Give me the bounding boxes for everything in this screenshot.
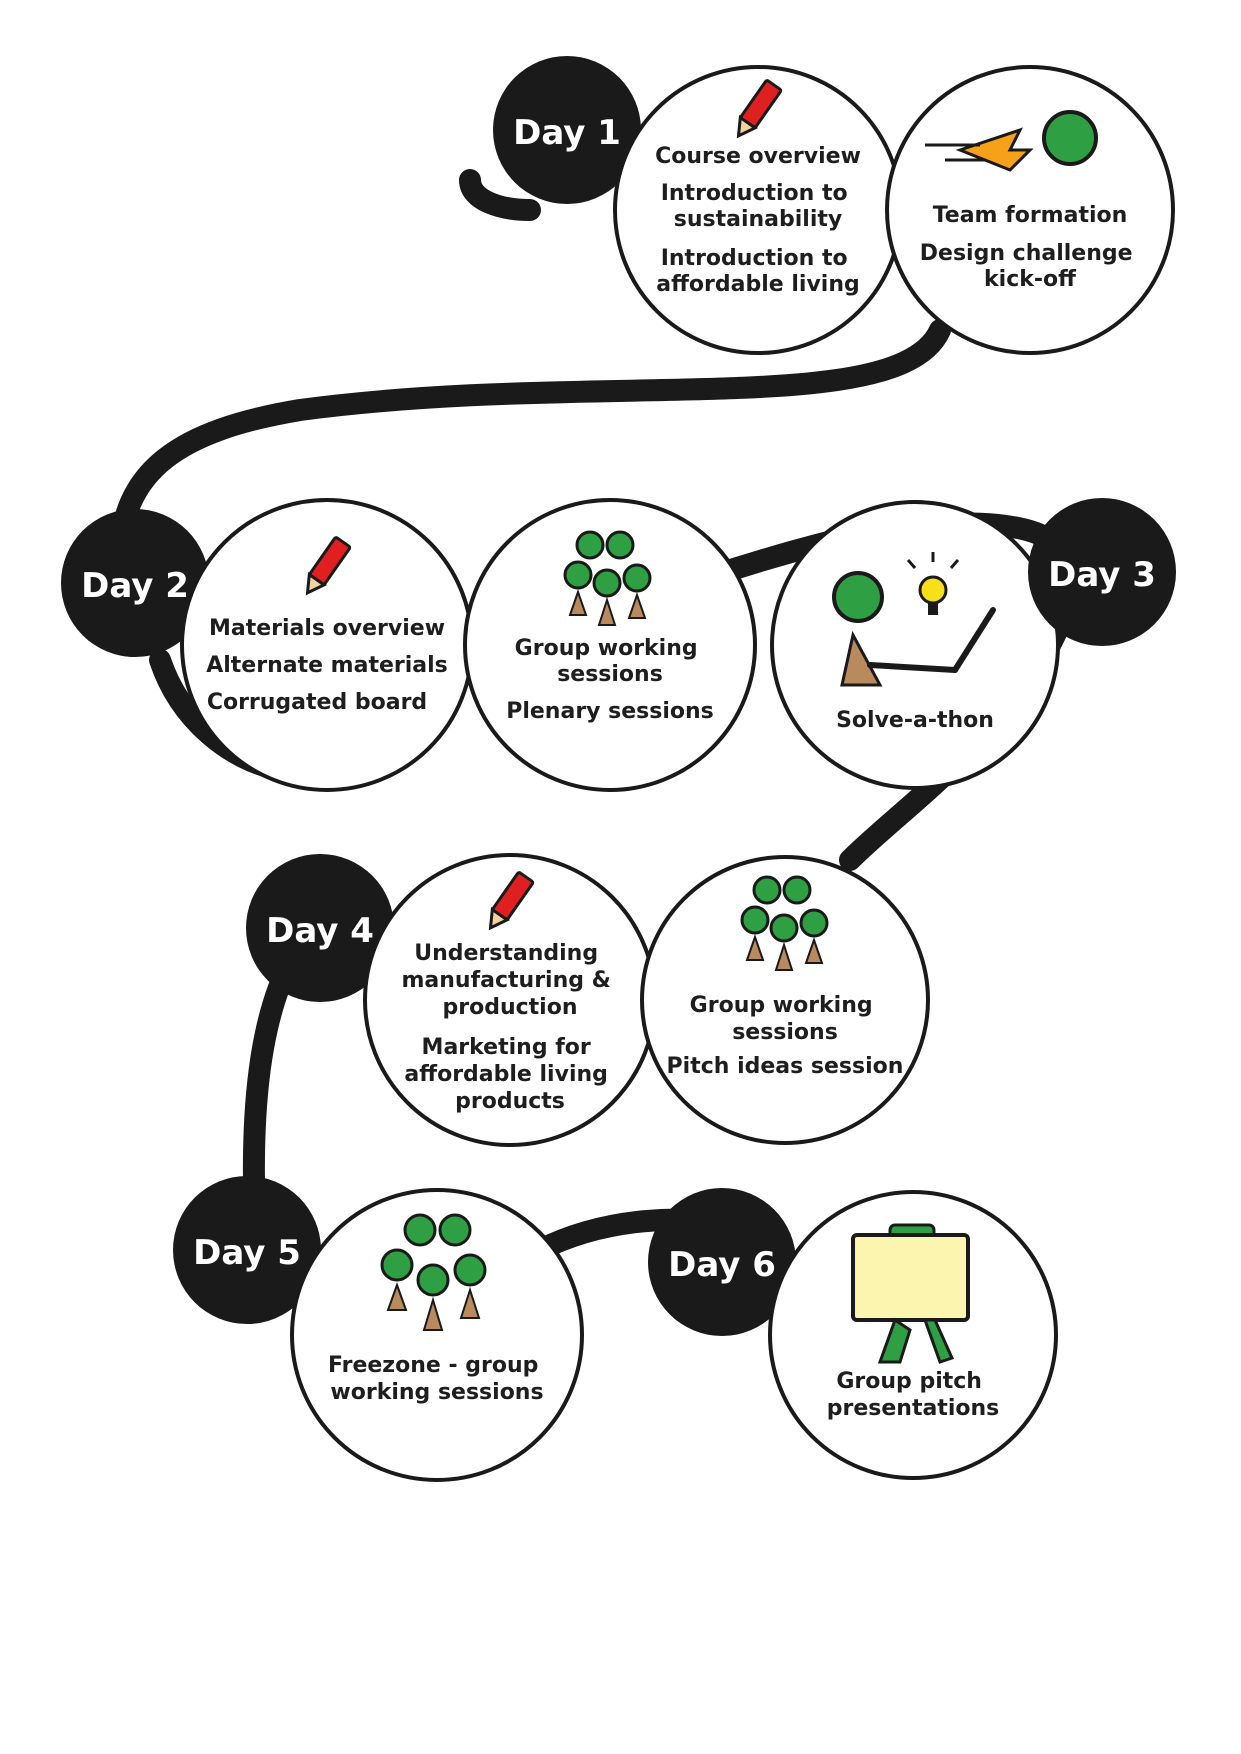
day-1-marker	[493, 56, 641, 204]
day-3-marker	[1028, 498, 1176, 646]
day-1-item-intro-affordable-living: Introduction to affordable living	[656, 246, 859, 297]
rocket-ball-icon	[925, 110, 1098, 172]
day-4-marker	[246, 854, 394, 1002]
day-5-group: Day 5 Freezone - group working sessions	[173, 1176, 584, 1482]
day-2-item-materials-overview: Materials overview	[209, 616, 445, 641]
day-4-group: Day 4 Understanding manufacturing & prod…	[246, 853, 930, 1147]
day-2-item-plenary-sessions: Plenary sessions	[506, 699, 714, 724]
day-1-label: Day 1	[513, 113, 621, 153]
day-3-label: Day 3	[1048, 555, 1156, 595]
day-1-bubble-2	[885, 65, 1175, 355]
solver-laptop-idea-icon	[832, 552, 996, 687]
day-6-group: Day 6 Group pitch presentations	[648, 1188, 1058, 1480]
day-5-bubble-1	[290, 1188, 584, 1482]
day-2-item-corrugated-board: Corrugated board	[207, 690, 427, 715]
pencil-icon	[305, 536, 352, 596]
day-4-item-group-working-sessions: Group working sessions	[690, 993, 881, 1045]
day-6-label: Day 6	[668, 1245, 776, 1285]
day-2-item-alternate-materials: Alternate materials	[206, 653, 448, 678]
day-1-group: Day 1 Course overview Introduction to su…	[493, 56, 1175, 355]
group-people-icon	[380, 1213, 487, 1331]
day-4-item-pitch-ideas-session: Pitch ideas session	[667, 1054, 904, 1079]
group-people-icon	[563, 530, 652, 626]
day-3-group: Day 3 Solve-a-thon	[770, 498, 1176, 790]
day-6-item-group-pitch-presentations: Group pitch presentations	[827, 1369, 1000, 1421]
day-2-marker	[61, 509, 209, 657]
day-2-label: Day 2	[81, 566, 189, 606]
day-2-group: Day 2 Materials overview Alternate mater…	[61, 498, 757, 792]
day-5-marker	[173, 1176, 321, 1324]
day-6-bubble-1	[768, 1190, 1058, 1480]
day-4-label: Day 4	[266, 911, 374, 951]
day-6-marker	[648, 1188, 796, 1336]
day-2-bubble-2	[463, 498, 757, 792]
day-1-item-course-overview: Course overview	[655, 144, 861, 169]
group-people-icon	[740, 875, 829, 971]
day-3-item-solve-a-thon: Solve-a-thon	[836, 708, 994, 733]
day-2-bubble-1	[180, 498, 474, 792]
day-4-bubble-2	[640, 855, 930, 1145]
day-3-bubble-1	[770, 500, 1060, 790]
pencil-icon	[736, 79, 783, 139]
pencil-icon	[488, 871, 535, 931]
day-1-item-intro-sustainability: Introduction to sustainability	[661, 181, 856, 232]
day-4-item-understanding-manufacturing: Understanding manufacturing & production	[401, 941, 618, 1020]
day-5-label: Day 5	[193, 1233, 301, 1273]
day-5-item-freezone: Freezone - group working sessions	[328, 1353, 546, 1405]
presentation-board-icon	[851, 1223, 970, 1364]
day-4-item-marketing: Marketing for affordable living products	[404, 1035, 615, 1114]
day-1-item-team-formation: Team formation	[933, 203, 1128, 228]
day-1-item-design-challenge: Design challenge kick-off	[920, 241, 1140, 292]
day-2-item-group-working-sessions: Group working sessions	[515, 636, 706, 687]
